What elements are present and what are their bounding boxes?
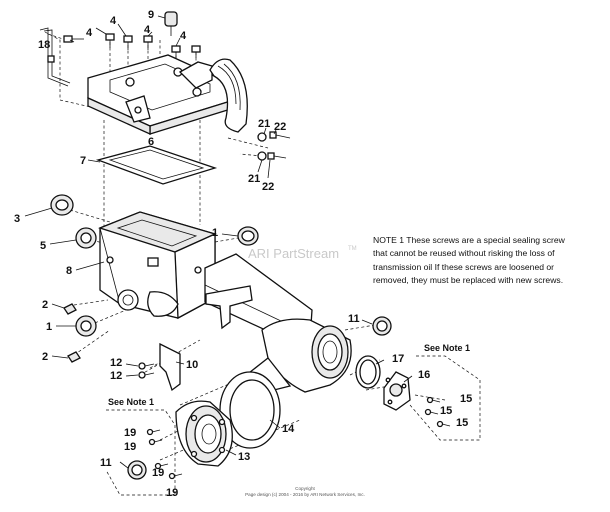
screw xyxy=(267,152,287,160)
note-line: transmission oil If these screws are loo… xyxy=(373,261,555,272)
callout-19: 19 xyxy=(124,441,136,453)
screw xyxy=(146,428,161,436)
callout-2: 2 xyxy=(42,351,48,363)
watermark-tm: TM xyxy=(348,246,357,252)
note-box-right xyxy=(409,355,481,441)
screw xyxy=(138,362,155,370)
callout-4: 4 xyxy=(110,15,117,27)
callout-21: 21 xyxy=(248,173,260,185)
seal-11-upper xyxy=(372,316,392,336)
copyright-footer: Copyright Page design (c) 2004 - 2016 by… xyxy=(0,486,610,498)
note-line: NOTE 1 These screws are a special sealin… xyxy=(373,235,565,245)
screw xyxy=(426,396,441,404)
screw xyxy=(436,420,451,428)
callout-1: 1 xyxy=(212,227,218,239)
screws xyxy=(63,11,451,480)
screw xyxy=(168,472,183,480)
seal-3 xyxy=(50,194,74,216)
watermark: ARI PartStream TM xyxy=(248,246,357,261)
callout-3: 3 xyxy=(14,213,20,225)
callout-2: 2 xyxy=(42,299,48,311)
callout-1: 1 xyxy=(46,321,52,333)
callout-16: 16 xyxy=(418,369,430,381)
callout-8: 8 xyxy=(66,265,72,277)
leader-lines xyxy=(24,15,413,469)
callout-6: 6 xyxy=(148,136,154,148)
gearbox-housing xyxy=(98,211,217,320)
nut xyxy=(257,151,267,161)
callout-5: 5 xyxy=(40,240,46,252)
watermark-text: ARI PartStream xyxy=(248,246,339,261)
note-1-text: NOTE 1 These screws are a special sealin… xyxy=(373,234,605,288)
copyright-line: Page design (c) 2004 - 2016 by ARI Netwo… xyxy=(245,492,365,497)
seal-11-lower xyxy=(127,460,147,480)
end-cap xyxy=(383,371,411,411)
shift-guard xyxy=(209,58,248,133)
callout-numbers: 18 4 4 4 4 9 6 7 21 22 21 22 3 5 8 1 2 1… xyxy=(14,9,472,499)
callout-19: 19 xyxy=(166,487,178,499)
screw xyxy=(143,35,153,50)
callout-22: 22 xyxy=(262,181,274,193)
callout-17: 17 xyxy=(392,353,404,365)
callout-4: 4 xyxy=(86,27,93,39)
bracket-rod xyxy=(39,27,71,87)
see-note-left: See Note 1 xyxy=(108,397,154,407)
callout-21: 21 xyxy=(258,118,270,130)
callout-13: 13 xyxy=(238,451,250,463)
breather-cap xyxy=(164,11,178,36)
hub-flange xyxy=(175,400,233,467)
callout-9: 9 xyxy=(148,9,154,21)
note-line: removed, they must be replaced with new … xyxy=(373,275,564,286)
note-line: that cannot be reused without risking th… xyxy=(373,248,555,259)
callout-12: 12 xyxy=(110,370,122,382)
copyright-label: Copyright xyxy=(295,486,315,491)
callout-4: 4 xyxy=(144,24,151,36)
screw xyxy=(63,35,84,43)
callout-14: 14 xyxy=(282,423,295,435)
screw xyxy=(148,438,163,446)
seal-lower xyxy=(75,315,97,337)
callout-19: 19 xyxy=(124,427,136,439)
plugs xyxy=(63,303,81,363)
callout-22: 22 xyxy=(274,121,286,133)
callout-11: 11 xyxy=(100,457,112,469)
screw xyxy=(154,462,169,470)
note-box-left xyxy=(105,409,176,496)
gasket-ring xyxy=(355,355,381,389)
bearing-5 xyxy=(75,227,97,249)
screw xyxy=(191,45,201,58)
bracket-10 xyxy=(159,342,181,392)
seal-upper xyxy=(237,226,259,246)
gasket xyxy=(95,145,218,185)
callout-18: 18 xyxy=(38,39,50,51)
nut xyxy=(257,132,267,142)
callout-15: 15 xyxy=(440,405,452,417)
see-note-right: See Note 1 xyxy=(424,343,470,353)
callout-11: 11 xyxy=(348,313,360,325)
callout-10: 10 xyxy=(186,359,198,371)
screw xyxy=(424,408,439,416)
screw xyxy=(105,33,115,48)
callout-12: 12 xyxy=(110,357,122,369)
callout-19: 19 xyxy=(152,467,164,479)
screw xyxy=(138,371,155,379)
screw xyxy=(171,45,181,58)
spacer-ring xyxy=(219,371,281,449)
screw xyxy=(123,35,133,50)
callout-7: 7 xyxy=(80,155,86,167)
callout-15: 15 xyxy=(456,417,468,429)
callout-15: 15 xyxy=(460,393,472,405)
screw xyxy=(269,131,291,139)
callout-4: 4 xyxy=(180,30,187,42)
